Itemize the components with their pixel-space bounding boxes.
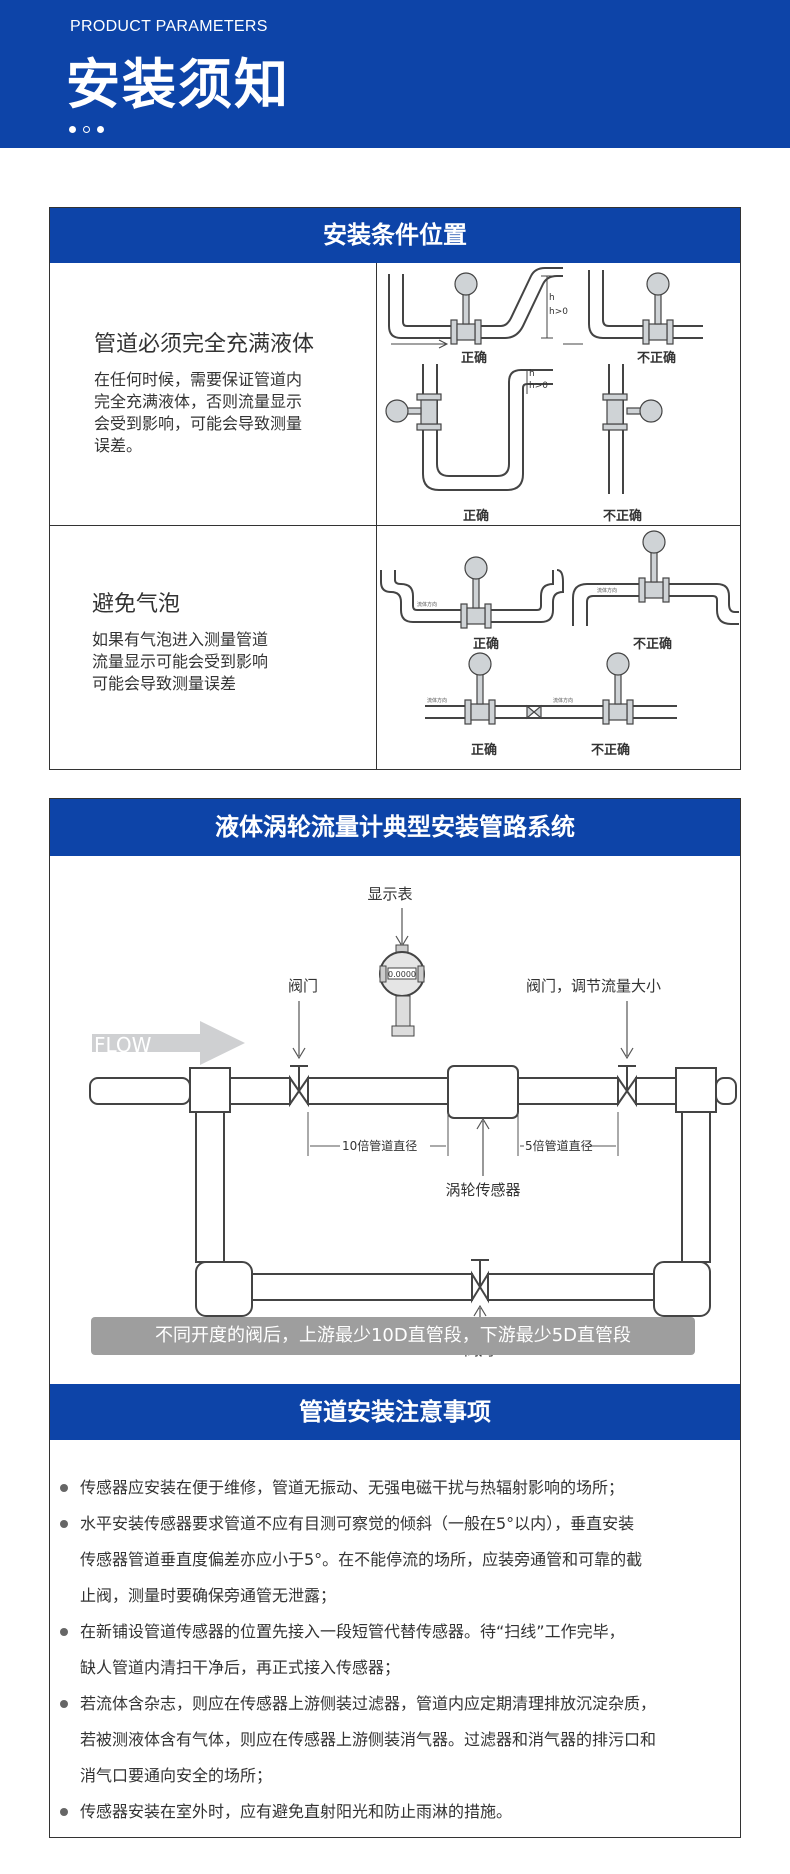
- list-item: 传感器应安装在便于维修，管道无振动、无强电磁干扰与热辐射影响的场所；: [56, 1470, 736, 1506]
- svg-text:显示表: 显示表: [367, 885, 412, 903]
- svg-text:h: h: [529, 369, 535, 379]
- section-title: 液体涡轮流量计典型安装管路系统: [50, 799, 740, 856]
- full-pipe-heading: 管道必须完全充满液体: [94, 332, 315, 357]
- column-divider: [376, 263, 377, 770]
- svg-text:不正确: 不正确: [637, 350, 676, 366]
- installation-notes-list: 传感器应安装在便于维修，管道无振动、无强电磁干扰与热辐射影响的场所； 水平安装传…: [56, 1470, 736, 1830]
- svg-text:0.0000: 0.0000: [388, 970, 416, 979]
- bubble-text: 如果有气泡进入测量管道流量显示可能会受到影响可能会导致测量误差: [92, 630, 269, 693]
- bubble-diagram: 流体方向 流体方向 流体方向 流体方向 正确 不正确 正确 不正确: [380, 530, 739, 758]
- header-banner: PRODUCT PARAMETERS 安装须知: [0, 0, 790, 148]
- section-title: 管道安装注意事项: [50, 1384, 740, 1440]
- list-item: 传感器安装在室外时，应有避免直射阳光和防止雨淋的措施。: [56, 1794, 736, 1830]
- svg-text:流体方向: 流体方向: [553, 697, 573, 704]
- svg-text:正确: 正确: [461, 350, 487, 366]
- svg-text:阀门: 阀门: [288, 977, 318, 995]
- svg-text:正确: 正确: [473, 636, 499, 652]
- page-title: 安装须知: [66, 53, 290, 116]
- full-pipe-diagram: h h>0 h h>0 正确 不正确 正确 不正确: [385, 267, 703, 524]
- svg-text:FLOW: FLOW: [94, 1033, 152, 1057]
- svg-text:流体方向: 流体方向: [427, 697, 447, 704]
- piping-system-diagram: 显示表 0.0000 FLOW: [89, 885, 737, 1356]
- install-conditions-section: 安装条件位置 管道必须完全充满液体 在任何时候，需要保证管道内完全充满液体，否则…: [49, 207, 741, 770]
- svg-text:h>0: h>0: [529, 381, 548, 391]
- full-pipe-text: 在任何时候，需要保证管道内完全充满液体，否则流量显示会受到影响，可能会导致测量误…: [94, 370, 303, 455]
- svg-text:h>0: h>0: [549, 307, 568, 317]
- svg-text:5倍管道直径: 5倍管道直径: [525, 1138, 593, 1153]
- svg-text:流体方向: 流体方向: [597, 587, 617, 594]
- piping-system-section: 液体涡轮流量计典型安装管路系统 显示表 0.0000 FLOW: [49, 798, 741, 1838]
- svg-text:正确: 正确: [471, 742, 497, 758]
- svg-text:不正确: 不正确: [603, 508, 642, 524]
- section-title: 安装条件位置: [50, 208, 740, 263]
- svg-text:10倍管道直径: 10倍管道直径: [342, 1138, 417, 1153]
- bubble-heading: 避免气泡: [92, 592, 181, 617]
- svg-text:正确: 正确: [463, 508, 489, 524]
- banner-dots: [69, 118, 111, 137]
- svg-text:h: h: [549, 293, 555, 303]
- svg-text:涡轮传感器: 涡轮传感器: [445, 1181, 520, 1199]
- row-divider: [50, 525, 740, 526]
- svg-text:流体方向: 流体方向: [417, 601, 437, 608]
- svg-text:不正确: 不正确: [591, 742, 630, 758]
- svg-text:阀门，调节流量大小: 阀门，调节流量大小: [526, 977, 661, 995]
- list-item: 水平安装传感器要求管道不应有目测可察觉的倾斜（一般在5°以内），垂直安装传感器管…: [56, 1506, 736, 1614]
- list-item: 在新铺设管道传感器的位置先接入一段短管代替传感器。待“扫线”工作完毕，缺人管道内…: [56, 1614, 736, 1686]
- svg-text:不正确: 不正确: [633, 636, 672, 652]
- list-item: 若流体含杂志，则应在传感器上游侧装过滤器，管道内应定期清理排放沉淀杂质，若被测液…: [56, 1686, 736, 1794]
- straight-pipe-note: 不同开度的阀后，上游最少10D直管段，下游最少5D直管段: [91, 1317, 695, 1355]
- banner-subtitle: PRODUCT PARAMETERS: [70, 18, 268, 35]
